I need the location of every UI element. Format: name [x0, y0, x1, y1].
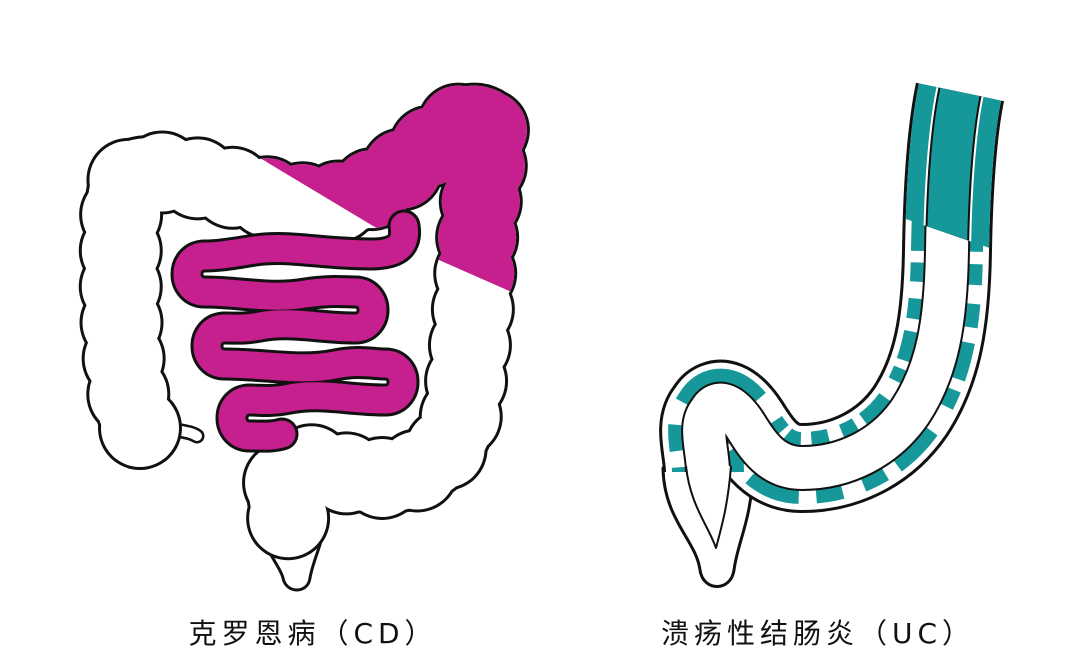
rectum-lumen-uc [685, 465, 732, 549]
small-intestine-cd [187, 226, 405, 436]
ulcerative-colitis-illustration [663, 92, 960, 588]
label-ulcerative-colitis: 溃疡性结肠炎（UC） [661, 617, 975, 650]
large-intestine-uc [685, 92, 960, 549]
label-crohns-disease: 克罗恩病（CD） [188, 617, 437, 650]
crohns-disease-illustration [121, 120, 489, 592]
